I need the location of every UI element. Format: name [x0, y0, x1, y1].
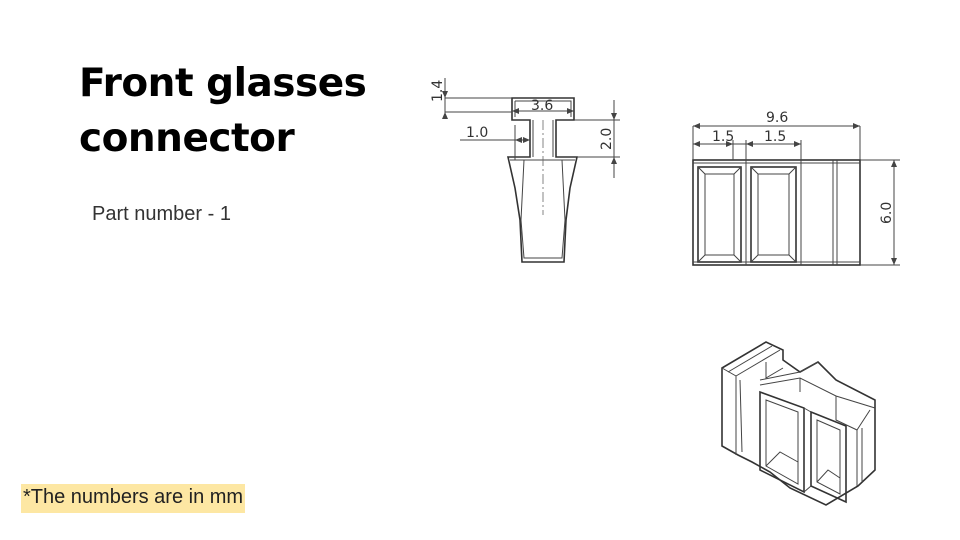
dim-front-width: 9.6 [766, 110, 788, 126]
units-note: *The numbers are in mm [21, 484, 246, 513]
iso-slot-1 [759, 390, 805, 494]
front-view: 9.6 1.5 1.5 6.0 [692, 110, 900, 266]
page-title: Front glasses connector [79, 56, 367, 166]
dim-side-width-top: 3.6 [531, 98, 553, 114]
front-view-outline [692, 159, 861, 266]
isometric-view [721, 341, 876, 506]
part-number-label: Part number - 1 [92, 203, 231, 225]
title-line-1: Front glasses [79, 61, 367, 106]
side-view-outline [506, 97, 579, 263]
dim-front-height: 6.0 [879, 202, 895, 224]
dim-side-height-top: 1.4 [430, 80, 446, 102]
dim-side-height: 2.0 [599, 128, 615, 150]
title-line-2: connector [79, 116, 295, 161]
front-slot-2 [750, 166, 797, 263]
dim-front-slot-2: 1.5 [764, 129, 786, 145]
dim-front-slot-1: 1.5 [712, 129, 734, 145]
iso-outline [721, 341, 876, 506]
dim-side-offset: 1.0 [466, 125, 488, 141]
side-view: 1.4 3.6 1.0 2.0 [430, 78, 620, 263]
iso-slot-2 [810, 410, 847, 504]
front-slot-1 [697, 166, 742, 263]
